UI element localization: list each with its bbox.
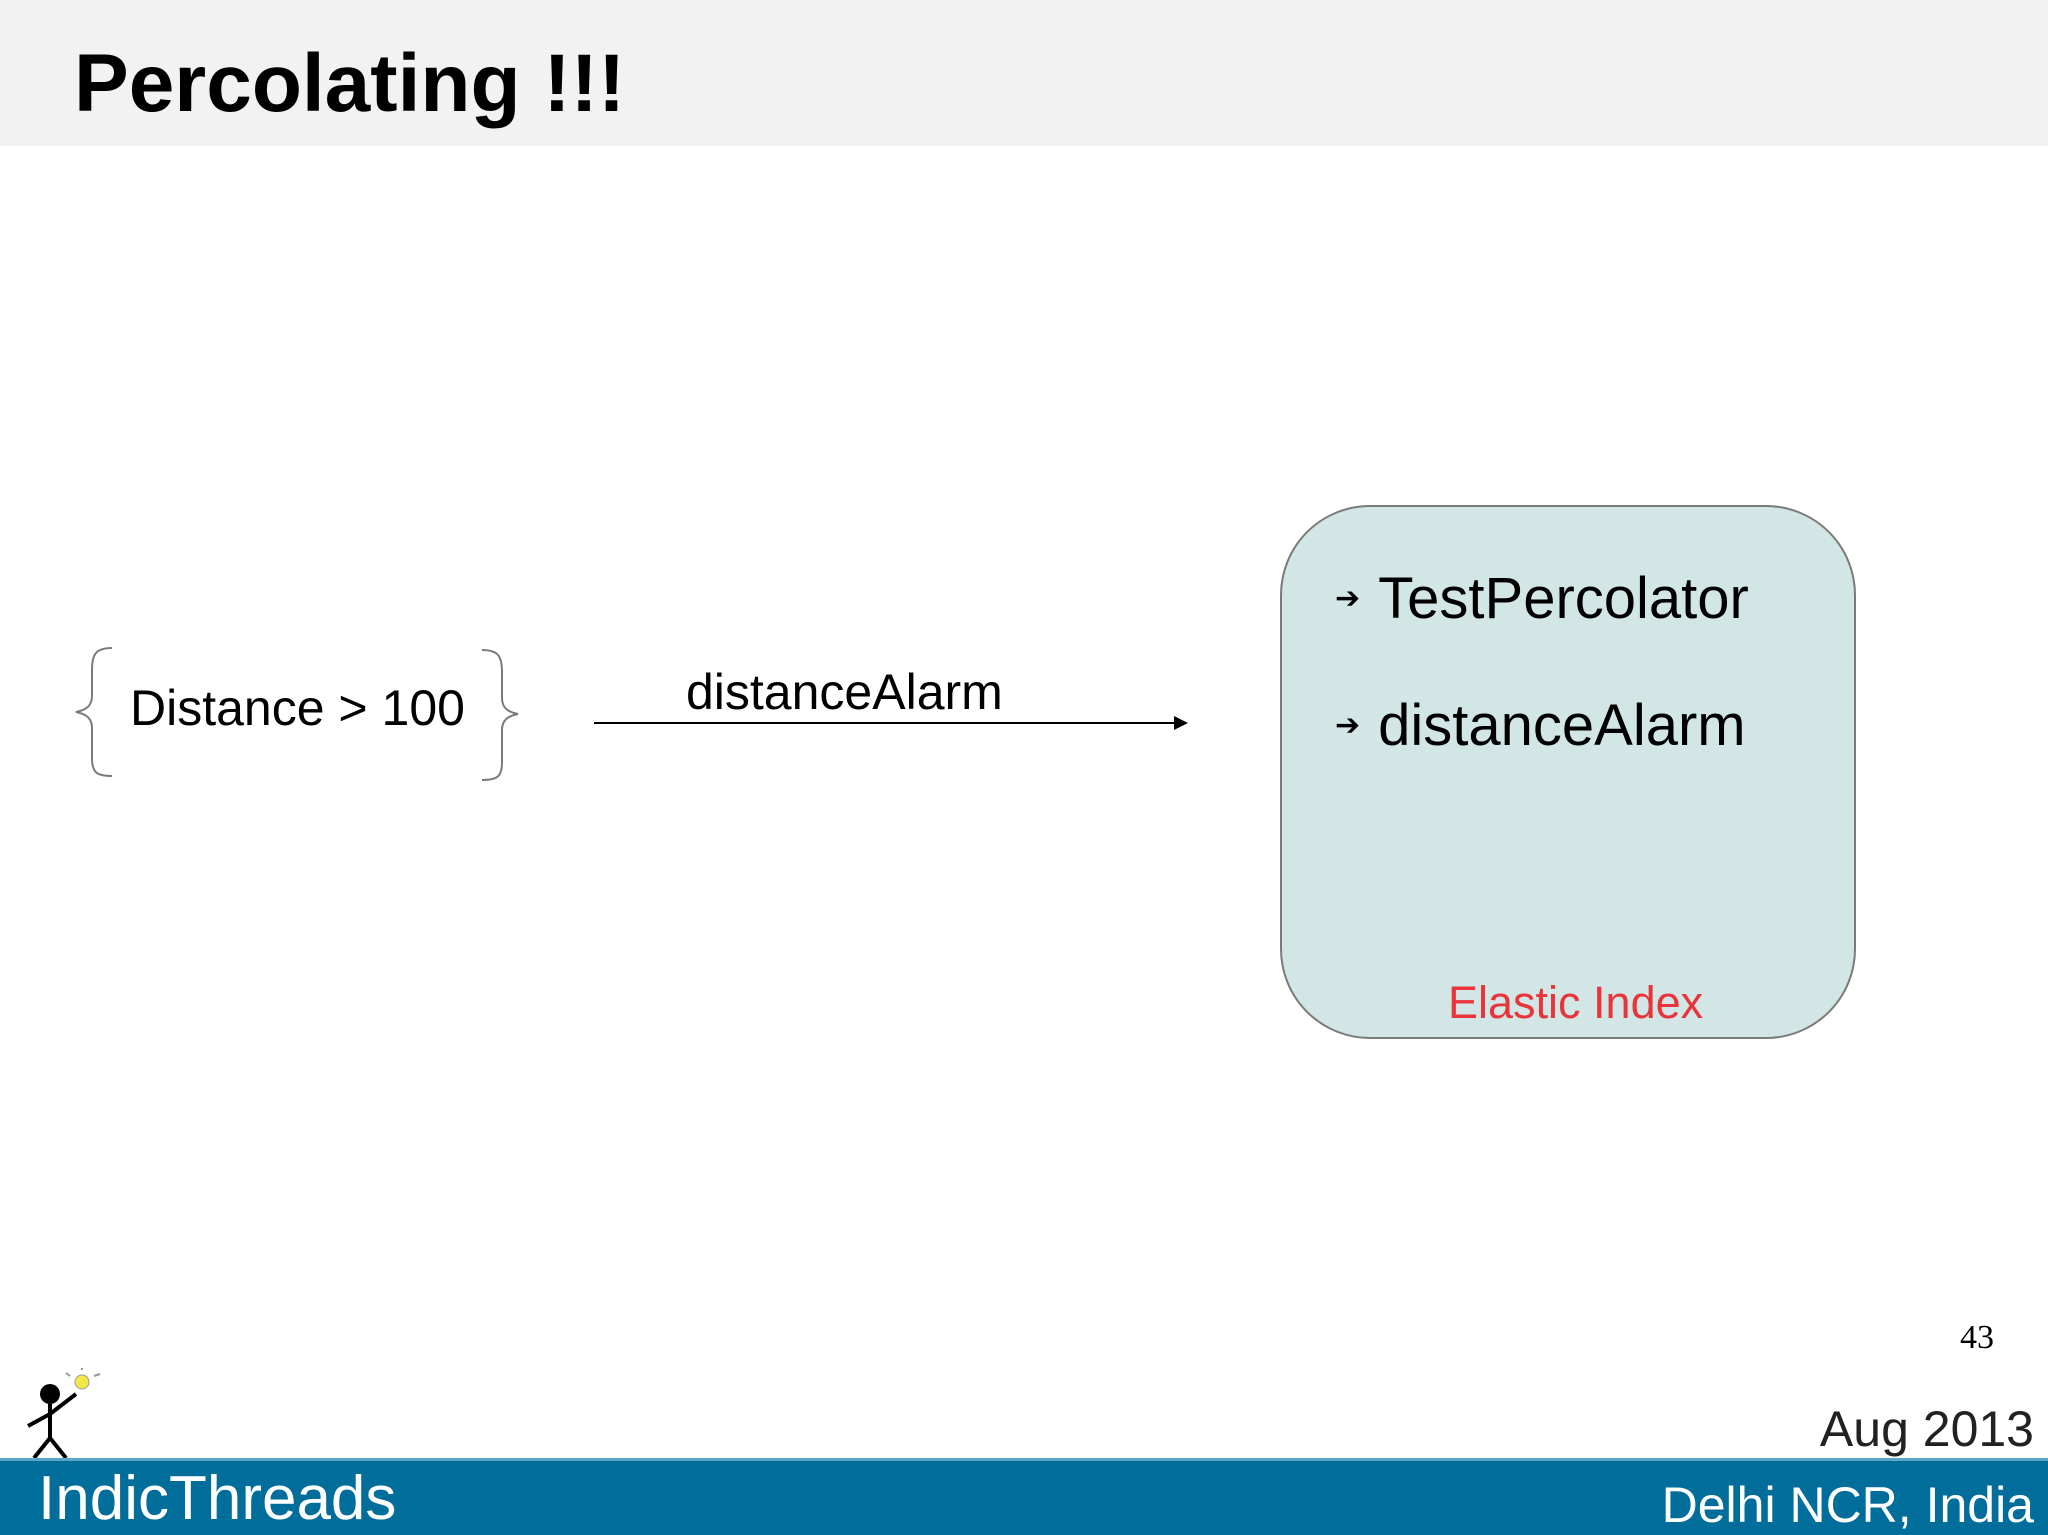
slide-header (0, 0, 2048, 146)
arrow-bullet-icon: ➔ (1335, 709, 1361, 742)
arrow-label: distanceAlarm (686, 664, 1003, 720)
footer-bar (0, 1458, 2048, 1535)
stick-figure-lightbulb-icon (27, 1368, 101, 1460)
flow-arrow (594, 716, 1188, 730)
left-curly-brace (75, 647, 113, 777)
brand-name: IndicThreads (38, 1464, 397, 1533)
slide-title: Percolating !!! (74, 38, 626, 129)
index-item-label: distanceAlarm (1378, 693, 1746, 758)
right-curly-brace (481, 649, 519, 781)
arrow-bullet-icon: ➔ (1335, 582, 1361, 615)
page-number: 43 (1960, 1319, 1994, 1356)
query-condition: Distance > 100 (130, 680, 465, 736)
event-date: Aug 2013 (1819, 1401, 2034, 1457)
elastic-index-box (1280, 505, 1856, 1039)
event-location: Delhi NCR, India (1661, 1477, 2034, 1533)
index-item: ➔ distanceAlarm (1335, 693, 1746, 759)
index-item: ➔ TestPercolator (1335, 566, 1749, 632)
index-label: Elastic Index (1448, 977, 1704, 1028)
index-item-label: TestPercolator (1378, 566, 1749, 631)
